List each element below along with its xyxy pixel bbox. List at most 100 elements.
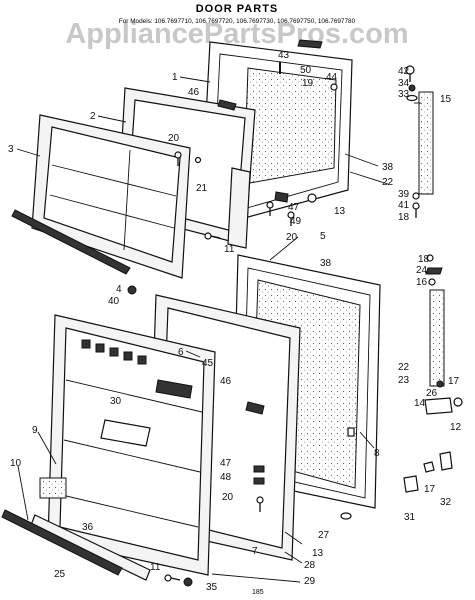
label-part-50: 50 — [300, 65, 312, 76]
label-part-20c: 20 — [222, 492, 234, 503]
freezer-hinge-strip — [418, 91, 434, 195]
leader-lines — [16, 76, 421, 583]
freezer-breaker-strip — [227, 167, 251, 249]
label-part-46a: 46 — [188, 87, 200, 98]
label-part-11a: 11 — [224, 244, 235, 255]
cap-13-top — [307, 193, 317, 203]
hinge-bracket-47 — [274, 191, 289, 203]
label-part-44: 44 — [326, 72, 338, 83]
screw-11-top — [204, 232, 221, 240]
label-part-14: 14 — [414, 398, 426, 409]
label-part-42: 42 — [398, 66, 410, 77]
label-part-16: 16 — [416, 277, 428, 288]
label-part-28: 28 — [304, 560, 316, 571]
door-shelf-front — [30, 514, 151, 581]
label-part-30: 30 — [110, 396, 122, 407]
label-part-35: 35 — [206, 582, 218, 593]
label-part-6: 6 — [178, 347, 184, 358]
part-number-labels: 1 2 3 4 5 6 7 8 9 10 11 11 12 13 13 14 1… — [8, 50, 462, 593]
label-part-43: 43 — [278, 50, 290, 61]
freezer-door-shelf-bar — [11, 209, 131, 275]
label-part-34: 34 — [398, 78, 410, 89]
cam-35 — [183, 577, 193, 587]
label-part-4: 4 — [116, 284, 122, 295]
label-part-38b: 38 — [320, 258, 332, 269]
screw-20-bottom — [256, 496, 264, 512]
cap-27 — [340, 512, 352, 520]
label-part-15: 15 — [440, 94, 452, 105]
label-part-20b: 20 — [286, 232, 298, 243]
screw-20-mid — [287, 211, 295, 226]
handle-endcap-31 — [403, 475, 419, 493]
bushing-34 — [408, 84, 416, 92]
washer-33 — [406, 94, 418, 102]
label-part-29: 29 — [304, 576, 316, 587]
screw-49 — [266, 201, 274, 216]
butter-door — [100, 419, 151, 447]
label-part-2: 2 — [90, 111, 96, 122]
label-part-11b: 11 — [150, 562, 161, 573]
cam-26 — [436, 380, 444, 388]
label-part-49: 49 — [290, 216, 302, 227]
label-part-24: 24 — [416, 265, 428, 276]
label-part-13b: 13 — [312, 548, 324, 559]
egg-bin — [39, 477, 67, 499]
label-part-38a: 38 — [382, 162, 394, 173]
dairy-compartment-door — [155, 379, 193, 399]
hinge-pin-assembly — [424, 397, 463, 415]
label-part-7: 7 — [252, 546, 258, 557]
label-part-18a: 18 — [398, 212, 410, 223]
label-part-32: 32 — [440, 497, 452, 508]
page-title: DOOR PARTS — [196, 3, 279, 15]
label-part-31: 31 — [404, 512, 416, 523]
plug-6-top — [194, 156, 202, 164]
label-part-33: 33 — [398, 89, 410, 100]
page-number: 185 — [252, 589, 264, 596]
label-part-21: 21 — [196, 183, 208, 194]
label-part-41: 41 — [398, 200, 410, 211]
handle-46-bottom — [245, 401, 265, 415]
label-part-9: 9 — [32, 425, 38, 436]
label-part-19: 19 — [302, 78, 314, 89]
label-part-26: 26 — [426, 388, 438, 399]
handle-clip-top — [297, 39, 323, 49]
models-line: For Models: 106.7697710, 106.7697720, 10… — [119, 18, 356, 25]
plug-44 — [330, 83, 338, 91]
label-part-25: 25 — [54, 569, 66, 580]
label-part-17a: 17 — [448, 376, 460, 387]
label-part-48: 48 — [220, 472, 232, 483]
label-part-23: 23 — [398, 375, 410, 386]
cam-40 — [127, 285, 137, 295]
label-part-8: 8 — [374, 448, 380, 459]
label-part-39: 39 — [398, 189, 410, 200]
screw-39-41 — [412, 192, 420, 218]
label-part-20a: 20 — [168, 133, 180, 144]
label-part-45: 45 — [202, 358, 214, 369]
label-part-46b: 46 — [220, 376, 232, 387]
watermark: AppliancePartsPros.com — [65, 18, 408, 50]
label-part-13a: 13 — [334, 206, 346, 217]
label-part-10: 10 — [10, 458, 22, 469]
hinge-18-24 — [425, 254, 443, 286]
screw-11-bottom — [164, 574, 181, 582]
label-part-22a: 22 — [382, 177, 394, 188]
freezer-door-liner — [31, 114, 191, 279]
label-part-1: 1 — [172, 72, 178, 83]
label-part-18b: 18 — [418, 254, 430, 265]
label-part-40: 40 — [108, 296, 120, 307]
label-part-12: 12 — [450, 422, 462, 433]
label-part-22b: 22 — [398, 362, 410, 373]
label-part-27: 27 — [318, 530, 330, 541]
label-part-5: 5 — [320, 231, 326, 242]
screw-42 — [405, 65, 415, 82]
label-part-47a: 47 — [288, 202, 300, 213]
plug-8 — [347, 427, 355, 437]
door-shelf-bar-bottom — [1, 509, 123, 576]
plug-32 — [439, 451, 453, 471]
label-part-17b: 17 — [424, 484, 436, 495]
screw-20-top — [174, 151, 182, 166]
plug-17b — [423, 461, 435, 473]
fresh-food-hinge-strip — [429, 289, 445, 387]
bracket-47-48 — [253, 465, 265, 485]
